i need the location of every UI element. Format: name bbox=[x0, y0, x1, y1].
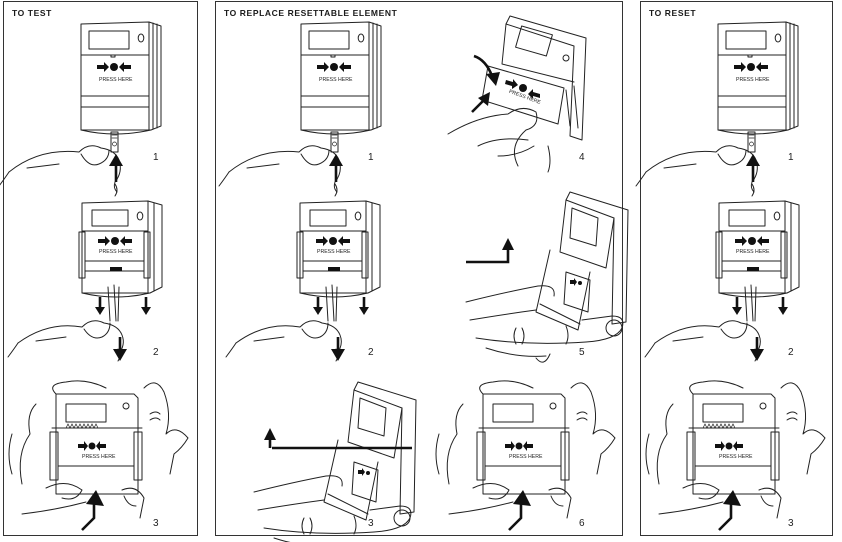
press-here-label: PRESS HERE bbox=[99, 77, 133, 83]
step-1-illustration: PRESS HERE bbox=[218, 21, 389, 197]
panel-title: TO REPLACE RESETTABLE ELEMENT bbox=[224, 8, 398, 18]
step-3-illustration bbox=[253, 381, 434, 542]
step-number: 2 bbox=[788, 347, 794, 358]
step-2-illustration: PRESS HERE bbox=[644, 200, 805, 371]
up-arrow-icon bbox=[502, 238, 514, 250]
press-here-label: PRESS HERE bbox=[82, 454, 116, 460]
press-here-label: PRESS HERE bbox=[99, 249, 133, 255]
step-number: 1 bbox=[788, 152, 794, 163]
press-here-label: PRESS HERE bbox=[736, 77, 770, 83]
step-number: 1 bbox=[153, 152, 159, 163]
step-number: 4 bbox=[579, 152, 585, 163]
step-2-illustration: PRESS HERE bbox=[225, 200, 386, 371]
press-here-label: PRESS HERE bbox=[319, 77, 353, 83]
step-5-illustration bbox=[465, 191, 646, 363]
step-number: 1 bbox=[368, 152, 374, 163]
step-1-illustration: PRESS HERE bbox=[635, 21, 806, 197]
step-number: 6 bbox=[579, 518, 585, 529]
panel-replace-resettable-element: TO REPLACE RESETTABLE ELEMENT PRESS HERE… bbox=[215, 1, 629, 542]
panel-title: TO RESET bbox=[649, 8, 697, 18]
step-3-illustration: PRESS HERE bbox=[7, 379, 196, 534]
panel-to-reset: TO RESET PRESS HERE 1 PRESS HERE 2 PRESS… bbox=[635, 1, 833, 536]
step-number: 2 bbox=[368, 347, 374, 358]
step-number: 3 bbox=[788, 518, 794, 529]
press-here-label: PRESS HERE bbox=[317, 249, 351, 255]
step-3-illustration: PRESS HERE bbox=[644, 379, 833, 534]
press-here-label: PRESS HERE bbox=[509, 454, 543, 460]
step-6-illustration: PRESS HERE bbox=[434, 379, 623, 534]
panel-title: TO TEST bbox=[12, 8, 52, 18]
step-number: 5 bbox=[579, 347, 585, 358]
step-number: 3 bbox=[153, 518, 159, 529]
press-here-label: PRESS HERE bbox=[736, 249, 770, 255]
up-left-arrow-icon bbox=[264, 428, 276, 440]
step-1-illustration: PRESS HERE bbox=[0, 21, 169, 197]
panel-to-test: TO TEST PRESS HERE 1 PRESS HERE 2 PRESS … bbox=[0, 1, 198, 536]
step-number: 3 bbox=[368, 518, 374, 529]
step-number: 2 bbox=[153, 347, 159, 358]
step-4-illustration bbox=[446, 14, 608, 186]
step-2-illustration: PRESS HERE bbox=[7, 200, 168, 371]
press-here-label: PRESS HERE bbox=[719, 454, 753, 460]
